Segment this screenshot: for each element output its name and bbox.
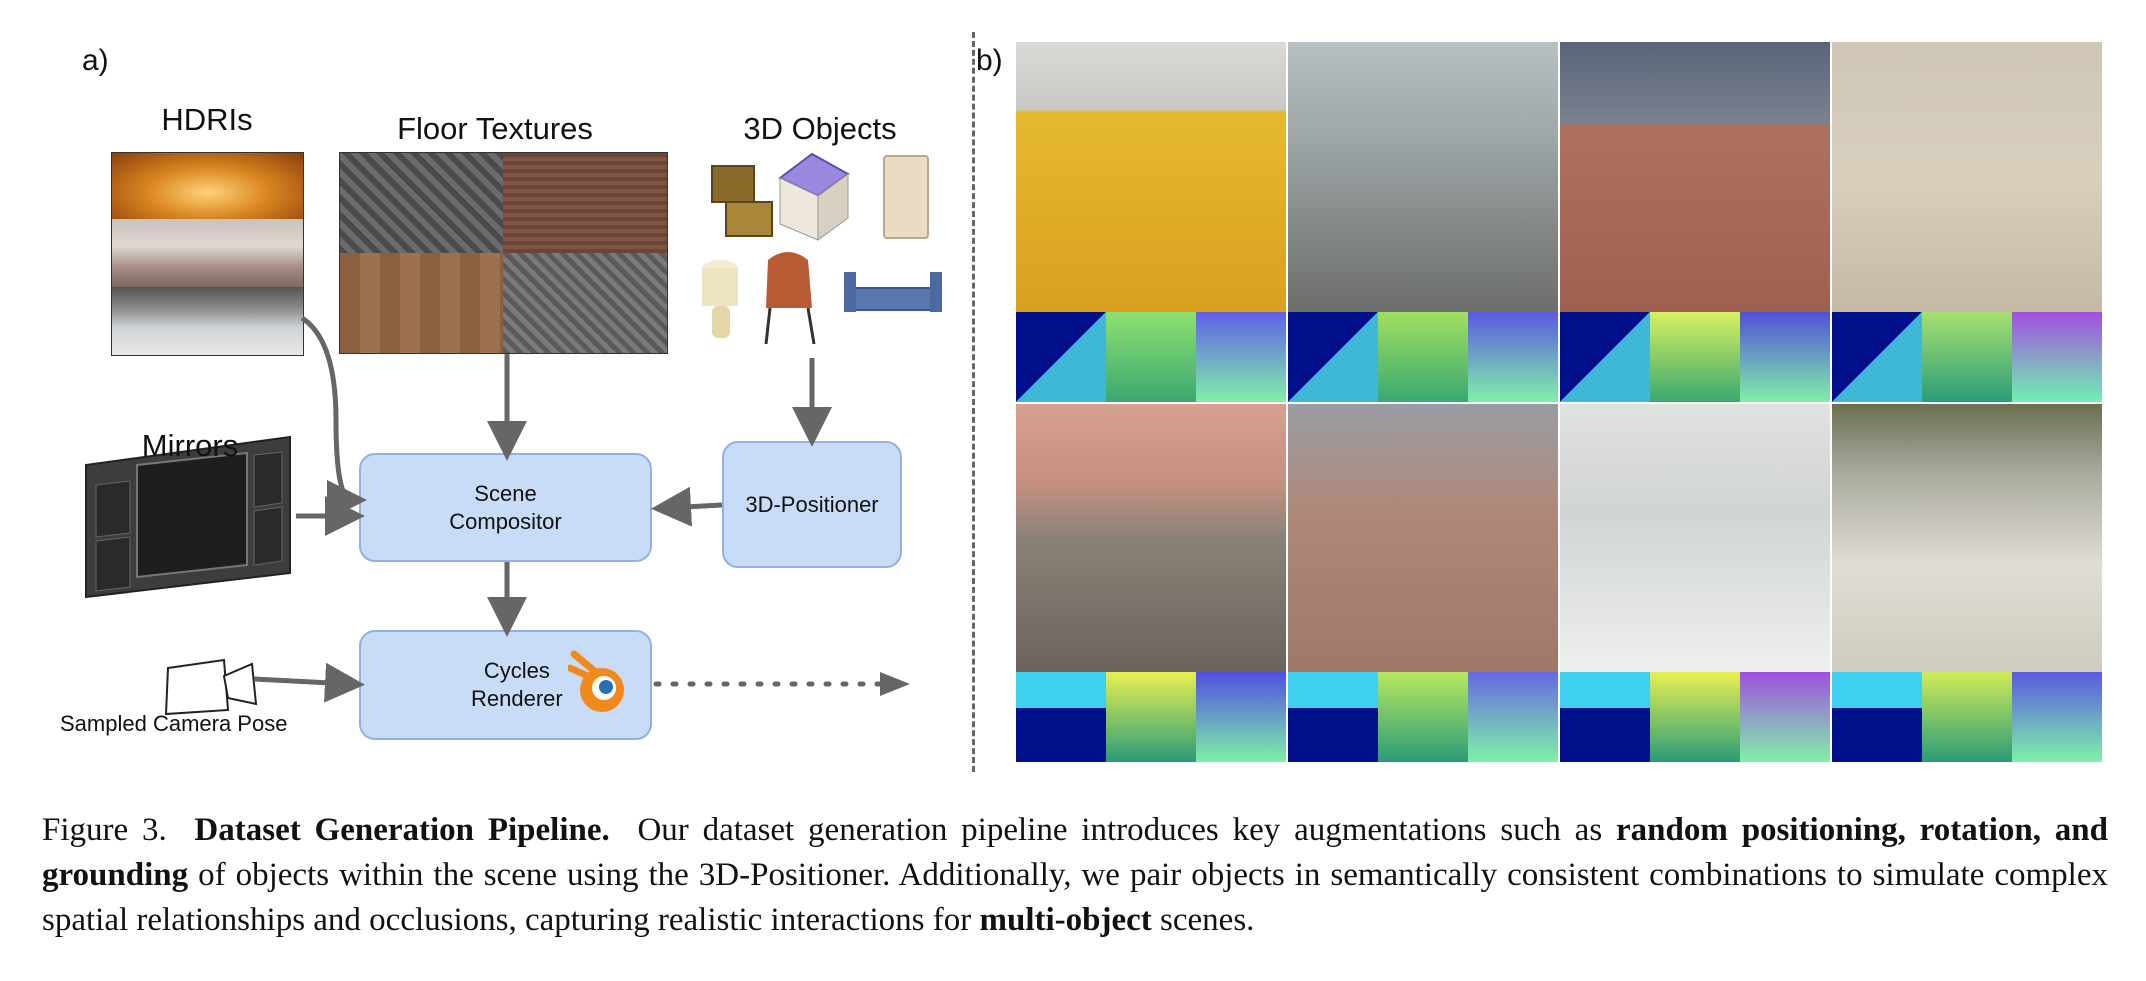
depth-map (1921, 312, 2012, 402)
3d-positioner-label: 3D-Positioner (745, 491, 879, 517)
render-tile-6 (1288, 404, 1558, 762)
scene-compositor-line1: Scene (474, 480, 537, 506)
caption-text-3: scenes. (1160, 902, 1255, 938)
figure-number: Figure 3. (42, 812, 167, 848)
treasure-chest-object (711, 165, 773, 237)
caption-bold-1: random positioning, rotation, and ground… (42, 812, 2109, 893)
floor-texture-1 (340, 153, 503, 253)
3d-objects-thumbnails (702, 152, 942, 345)
segmentation-map (1560, 672, 1650, 762)
house-object (778, 152, 850, 241)
panel-b-label: b) (976, 44, 1003, 77)
depth-map (1649, 312, 1740, 402)
panel-a-label: a) (82, 44, 109, 77)
arrow-camera-to-renderer (253, 662, 365, 703)
depth-map (1377, 312, 1468, 402)
render-image (1016, 404, 1286, 672)
blender-logo-icon (568, 650, 624, 712)
segmentation-map (1832, 312, 1922, 402)
depth-map (1105, 312, 1196, 402)
floor-textures-title: Floor Textures (397, 111, 593, 146)
dotted-arrow-head (880, 672, 910, 696)
render-tile-4 (1832, 42, 2102, 402)
bench-object (844, 272, 942, 312)
hdri-image-3 (112, 287, 303, 355)
hdri-images (111, 152, 304, 356)
render-image (1288, 42, 1558, 312)
render-image (1560, 404, 1830, 672)
cabinet-object (883, 155, 929, 239)
figure-caption: Figure 3. Dataset Generation Pipeline. O… (42, 808, 2108, 943)
segmentation-map (1016, 672, 1106, 762)
normal-map (1467, 672, 1558, 762)
normal-map (2011, 312, 2102, 402)
render-image (1832, 42, 2102, 312)
caption-bold-2: multi-object (979, 902, 1152, 938)
floor-texture-3 (340, 253, 503, 353)
caption-text-2: of objects within the scene using the 3D… (42, 857, 2108, 938)
mirrors-title: Mirrors (141, 428, 239, 463)
render-image (1560, 42, 1830, 312)
3d-positioner-box: 3D-Positioner (722, 441, 902, 568)
render-tile-3 (1560, 42, 1830, 402)
render-tile-5 (1016, 404, 1286, 762)
arrow-positioner-to-compositor (651, 486, 723, 527)
mirror-object (85, 435, 291, 599)
figure-title: Dataset Generation Pipeline. (194, 812, 610, 848)
segmentation-map (1832, 672, 1922, 762)
camera-icon (164, 658, 258, 716)
render-tile-8 (1832, 404, 2102, 762)
segmentation-map (1560, 312, 1650, 402)
segmentation-map (1288, 672, 1378, 762)
lamp-object (702, 260, 738, 338)
render-tile-2 (1288, 42, 1558, 402)
hdri-image-2 (112, 219, 303, 287)
depth-map (1921, 672, 2012, 762)
scene-compositor-line2: Compositor (449, 508, 562, 534)
cycles-renderer-line2: Renderer (471, 686, 563, 711)
3d-objects-title: 3D Objects (743, 111, 897, 146)
pipeline-arrows (253, 315, 910, 703)
normal-map (1739, 312, 1830, 402)
render-tile-1 (1016, 42, 1286, 402)
normal-map (1195, 672, 1286, 762)
depth-map (1377, 672, 1468, 762)
arrow-hdri-to-compositor (300, 315, 367, 520)
caption-text-1: Our dataset generation pipeline introduc… (637, 812, 1603, 848)
armchair-object (764, 252, 816, 345)
normal-map (1467, 312, 1558, 402)
render-image (1016, 42, 1286, 312)
sampled-camera-pose-label: Sampled Camera Pose (60, 711, 288, 736)
segmentation-map (1016, 312, 1106, 402)
normal-map (1739, 672, 1830, 762)
render-image (1832, 404, 2102, 672)
hdri-image-1 (112, 153, 303, 219)
floor-texture-2 (503, 153, 667, 253)
segmentation-map (1288, 312, 1378, 402)
normal-map (1195, 312, 1286, 402)
cycles-renderer-line1: Cycles (483, 658, 550, 683)
render-tile-7 (1560, 404, 1830, 762)
normal-map (2011, 672, 2102, 762)
render-image (1288, 404, 1558, 672)
depth-map (1649, 672, 1740, 762)
floor-texture-4 (503, 253, 667, 353)
floor-textures-grid (339, 152, 668, 354)
hdris-title: HDRIs (161, 102, 253, 137)
depth-map (1105, 672, 1196, 762)
panel-divider (972, 32, 975, 772)
scene-compositor-box: Scene Compositor (359, 453, 652, 562)
